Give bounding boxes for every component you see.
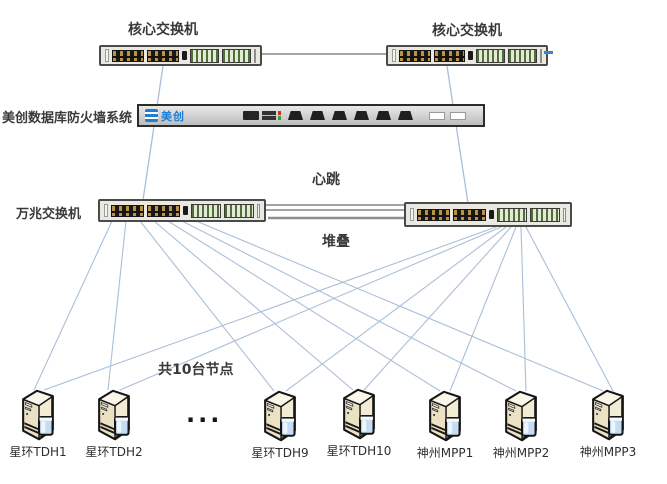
ethernet-port-icon: [288, 111, 303, 120]
ten-gig-switch-left-device: [98, 199, 266, 222]
rack-bracket-icon: [410, 208, 414, 221]
server-icon: [591, 389, 625, 441]
green-module-icon: [221, 48, 252, 63]
ethernet-port-block-icon: [147, 204, 180, 217]
server-icon: [263, 390, 297, 442]
ethernet-port-block-icon: [417, 208, 450, 221]
firewall-brand-text: 美创: [161, 109, 185, 123]
uplink-line-left: [142, 65, 164, 201]
server-label: 星环TDH10: [326, 444, 392, 458]
server-icon: [21, 389, 55, 441]
ethernet-port-block-icon: [111, 49, 144, 62]
uplink-line-right: [446, 65, 469, 204]
blank-panel-icon: [257, 203, 260, 218]
ethernet-port-block-icon: [398, 49, 431, 62]
green-module-icon: [497, 207, 527, 222]
server-node-tdh9: 星环TDH9: [242, 389, 318, 461]
server-node-mpp3: 神州MPP3: [570, 388, 646, 460]
node-count-label: 共10台节点: [158, 362, 234, 378]
server-icon: [97, 389, 131, 441]
server-node-tdh10: 星环TDH10: [321, 387, 397, 459]
ellipsis-label: ...: [186, 400, 223, 428]
green-module-icon: [476, 48, 506, 63]
blank-panel-icon: [540, 48, 542, 63]
ethernet-port-block-icon: [433, 49, 466, 62]
server-label: 神州MPP3: [579, 445, 637, 459]
module-separator-icon: [489, 210, 494, 219]
ethernet-port-block-icon: [146, 49, 179, 62]
heartbeat-label: 心跳: [312, 172, 340, 188]
core-switch-left-label: 核心交换机: [128, 22, 198, 38]
server-label: 星环TDH1: [9, 445, 67, 459]
server-node-tdh1: 星环TDH1: [0, 388, 76, 460]
ethernet-port-block-icon: [111, 204, 144, 217]
meichuang-logo-icon: [145, 109, 158, 122]
server-label: 神州MPP2: [492, 446, 550, 460]
ethernet-port-icon: [376, 111, 391, 120]
server-node-mpp1: 神州MPP1: [407, 389, 483, 461]
left-switch-fan-lines: [33, 220, 604, 392]
blank-panel-icon: [254, 48, 257, 63]
link-indicator-icon: [544, 51, 553, 54]
core-switch-left-device: [99, 45, 262, 66]
green-module-icon: [224, 203, 254, 218]
ethernet-port-icon: [310, 111, 325, 120]
blank-panel-icon: [563, 207, 566, 222]
rack-bracket-icon: [104, 204, 108, 217]
blank-slot-icon: [450, 111, 466, 120]
status-led-icon: [278, 111, 281, 120]
green-module-icon: [191, 203, 221, 218]
usb-port-icon: [262, 111, 276, 120]
ten-gig-switch-right-device: [404, 202, 572, 227]
server-icon: [342, 388, 376, 440]
blank-slot-icon: [429, 111, 445, 120]
server-label: 星环TDH9: [251, 446, 309, 460]
green-module-icon: [530, 207, 560, 222]
server-node-tdh2: 星环TDH2: [76, 388, 152, 460]
ethernet-port-block-icon: [453, 208, 486, 221]
server-node-mpp2: 神州MPP2: [483, 389, 559, 461]
green-module-icon: [508, 48, 537, 63]
rack-bracket-icon: [392, 49, 396, 62]
server-label: 星环TDH2: [85, 445, 143, 459]
core-switch-right-label: 核心交换机: [432, 23, 502, 39]
stack-link-lines: [266, 204, 406, 220]
ethernet-port-icon: [354, 111, 369, 120]
module-separator-icon: [181, 51, 187, 60]
firewall-system-label: 美创数据库防火墙系统: [2, 111, 133, 126]
firewall-device: 美创: [137, 104, 485, 127]
green-module-icon: [189, 48, 219, 63]
server-icon: [504, 390, 538, 442]
server-label: 神州MPP1: [416, 446, 474, 460]
right-switch-fan-lines: [43, 226, 614, 392]
module-separator-icon: [183, 206, 188, 215]
rack-bracket-icon: [105, 49, 109, 62]
console-port-icon: [243, 111, 259, 120]
ethernet-port-icon: [332, 111, 347, 120]
server-icon: [428, 390, 462, 442]
core-switch-right-device: [386, 45, 548, 66]
ten-gig-switch-label: 万兆交换机: [16, 207, 82, 222]
ethernet-port-icon: [398, 111, 413, 120]
stack-label: 堆叠: [322, 234, 350, 250]
module-separator-icon: [468, 51, 474, 60]
